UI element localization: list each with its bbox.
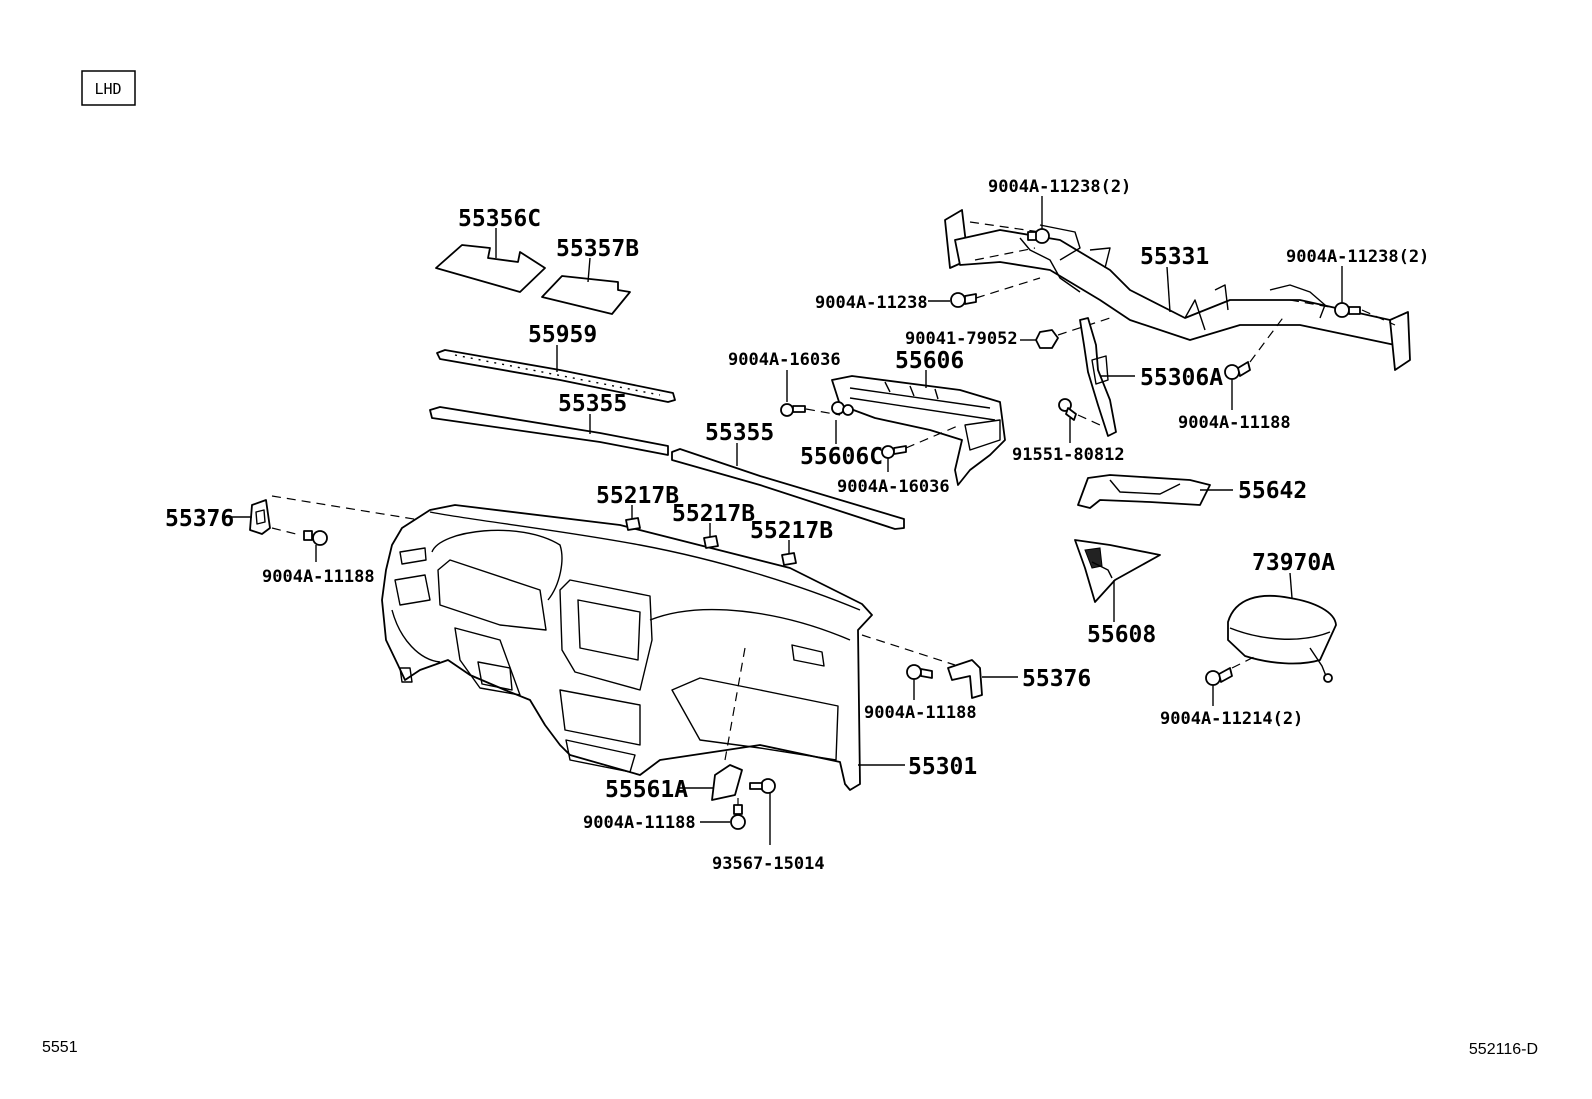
label-55376-right: 55376 [1022,666,1091,692]
bolt-icon [906,664,933,680]
bolt-icon [1058,398,1077,421]
label-90041-79052: 90041-79052 [905,329,1018,349]
bolt-icon [1205,667,1233,686]
label-93567-15014: 93567-15014 [712,854,825,874]
label-9004a-11188-bottom: 9004A-11188 [583,813,696,833]
footer-left: 5551 [42,1039,78,1056]
clip-55217b-1 [625,517,641,531]
bracket-55561a [711,764,743,801]
label-55608: 55608 [1087,622,1156,648]
bracket-55376-right [947,659,983,699]
label-55376-left: 55376 [165,506,234,532]
label-55301: 55301 [908,754,977,780]
screw-icon [831,401,854,416]
label-55355-left: 55355 [558,391,627,417]
label-9004a-11214: 9004A-11214(2) [1160,709,1303,729]
label-55606: 55606 [895,348,964,374]
label-55217b-2: 55217B [672,501,755,527]
bolt-icon [950,292,977,308]
weatherstrip-55355-left [429,406,669,456]
bolt-icon [1027,228,1050,244]
clip-55217b-2 [703,535,719,549]
label-9004a-11188-left: 9004A-11188 [262,567,375,587]
screw-icon [881,445,907,459]
footer-right: 552116-D [1469,1041,1538,1058]
airbag-module-73970a [1227,594,1337,683]
bolt-icon [1334,302,1361,318]
label-9004a-11238-right: 9004A-11238(2) [1286,247,1429,267]
label-55356c: 55356C [458,206,541,232]
label-9004a-16036-top: 9004A-16036 [728,350,841,370]
label-55357b: 55357B [556,236,639,262]
glove-compartment-55606 [831,375,1006,486]
label-9004a-11238-left: 9004A-11238 [815,293,928,313]
label-55959: 55959 [528,322,597,348]
label-55306a: 55306A [1140,365,1223,391]
screw-icon [749,778,776,794]
bolt-icon [303,530,328,546]
bolt-icon [1224,361,1251,380]
label-73970a: 73970A [1252,550,1335,576]
brace-55306a [1079,317,1117,437]
reinforcement-55331 [944,209,1411,371]
screw-icon [780,403,806,417]
insulator-55357b [541,275,631,315]
defroster-strip-55959 [436,349,676,403]
label-9004a-16036-bottom: 9004A-16036 [837,477,950,497]
lhd-badge: LHD [81,70,136,106]
label-55606c: 55606C [800,444,883,470]
cover-55642 [1077,474,1211,509]
label-91551-80812: 91551-80812 [1012,445,1125,465]
label-55561a: 55561A [605,777,688,803]
instrument-panel-55301 [381,504,873,791]
weatherstrip-55355-right [671,448,905,530]
label-55217b-1: 55217B [596,483,679,509]
label-55331: 55331 [1140,244,1209,270]
bracket-55376-left [249,499,271,535]
bolt-icon [730,804,746,830]
label-55217b-3: 55217B [750,518,833,544]
label-55355-right: 55355 [705,420,774,446]
duct-55608 [1074,539,1161,603]
nut-icon [1035,329,1059,349]
label-9004a-11188-mid: 9004A-11188 [864,703,977,723]
insulator-55356c [435,244,546,293]
label-55642: 55642 [1238,478,1307,504]
clip-55217b-3 [781,552,797,566]
label-9004a-11238-top: 9004A-11238(2) [988,177,1131,197]
label-9004a-11188-right-top: 9004A-11188 [1178,413,1291,433]
lhd-badge-text: LHD [94,80,121,98]
